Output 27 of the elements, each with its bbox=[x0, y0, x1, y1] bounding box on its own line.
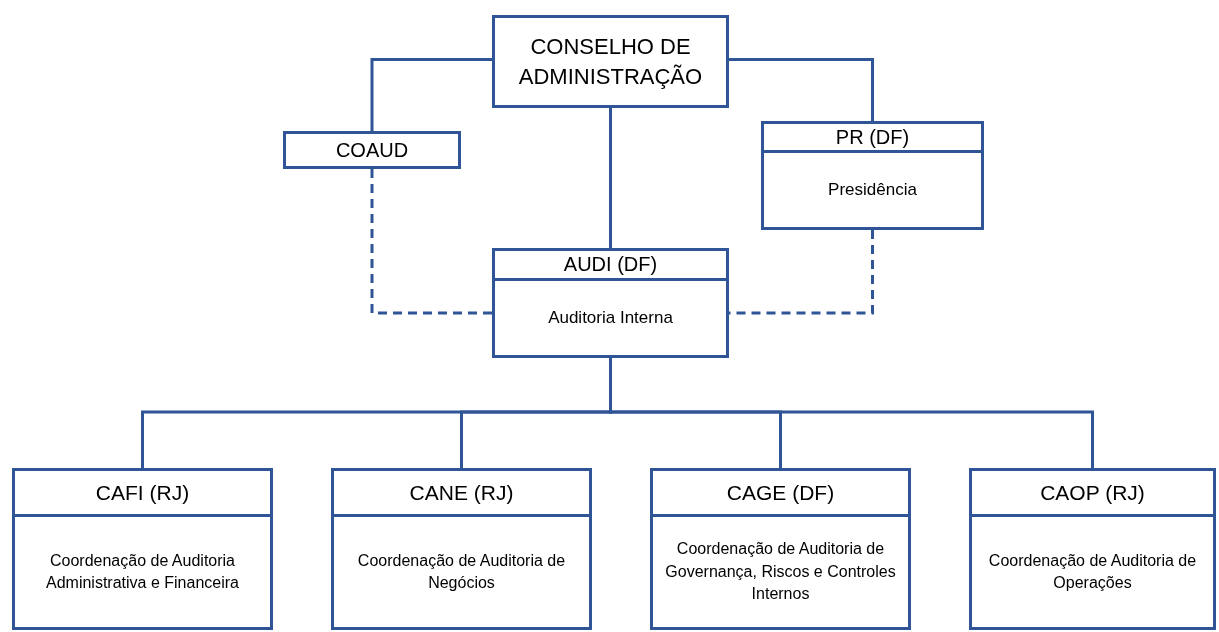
unit-code: PR (DF) bbox=[764, 124, 981, 153]
unit-name: Coordenação de Auditoria de Negócios bbox=[356, 550, 567, 593]
org-unit-box bbox=[969, 468, 1216, 630]
org-unit-box bbox=[650, 468, 911, 630]
connector-line bbox=[729, 58, 874, 121]
unit-code: AUDI (DF) bbox=[495, 251, 726, 281]
unit-code: CAFI (RJ) bbox=[15, 471, 270, 517]
org-unit-box bbox=[12, 468, 273, 630]
org-unit-box bbox=[492, 248, 729, 358]
unit-code: CAGE (DF) bbox=[653, 471, 908, 517]
connector-line bbox=[370, 58, 492, 131]
unit-code: CANE (RJ) bbox=[334, 471, 589, 517]
dashed-connector bbox=[729, 230, 874, 315]
unit-code: CAOP (RJ) bbox=[972, 471, 1213, 517]
unit-name: Coordenação de Auditoria de Operações bbox=[987, 550, 1198, 593]
unit-name: Presidência bbox=[827, 179, 918, 202]
unit-title: CONSELHO DE ADMINISTRAÇÃO bbox=[517, 32, 704, 91]
dashed-connector bbox=[370, 169, 492, 315]
connector-line bbox=[609, 108, 612, 248]
org-unit-box bbox=[492, 15, 729, 108]
unit-name: Auditoria Interna bbox=[547, 307, 674, 330]
org-unit-box bbox=[761, 121, 984, 230]
org-unit-box bbox=[331, 468, 592, 630]
org-unit-box bbox=[283, 131, 461, 169]
unit-name: Coordenação de Auditoria de Governança, Riscos e Controles Internos bbox=[664, 539, 897, 605]
unit-title: COAUD bbox=[334, 137, 410, 163]
unit-name: Coordenação de Auditoria Administrativa e Financeira bbox=[45, 550, 240, 593]
